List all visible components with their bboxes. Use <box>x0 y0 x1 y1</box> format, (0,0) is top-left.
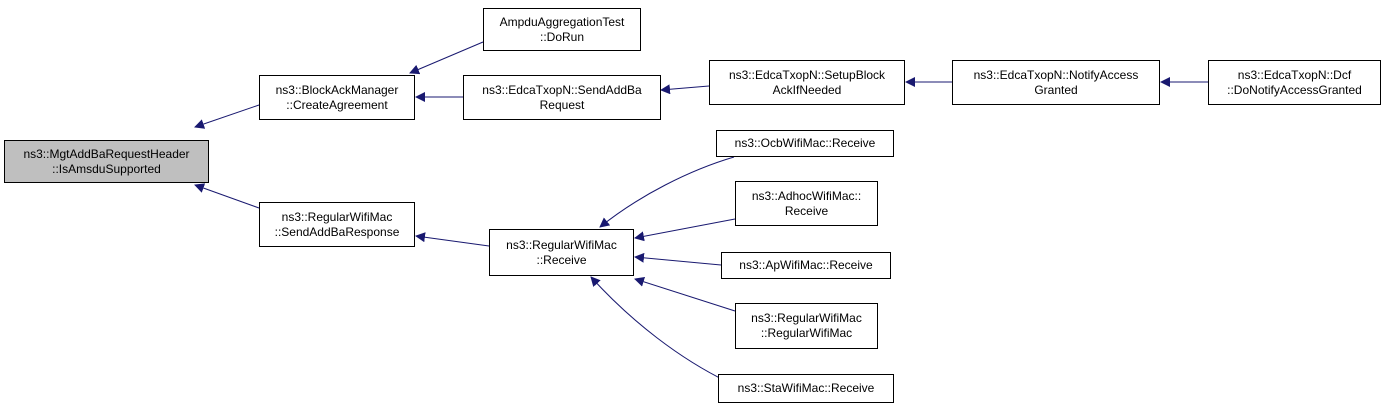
node-adhocwifimac-receive[interactable]: ns3::AdhocWifiMac:: Receive <box>735 181 878 226</box>
node-label-line1: ns3::ApWifiMac::Receive <box>739 258 873 272</box>
node-ocbwifimac-receive[interactable]: ns3::OcbWifiMac::Receive <box>716 130 894 157</box>
node-label-line2: ::DoNotifyAccessGranted <box>1227 82 1362 97</box>
node-label-line1: AmpduAggregationTest <box>499 14 625 29</box>
node-edcatxopn-notifyaccessgranted[interactable]: ns3::EdcaTxopN::NotifyAccess Granted <box>952 60 1160 105</box>
edge-ap-to-rwm-receive <box>634 252 722 266</box>
edge-ocb-to-rwm-receive <box>599 156 735 228</box>
node-label-line2: ::IsAmsduSupported <box>52 161 161 176</box>
node-label-line1: ns3::StaWifiMac::Receive <box>737 381 875 395</box>
node-label-line1: ns3::AdhocWifiMac:: <box>751 188 862 203</box>
node-edcatxopn-dcf-donotifyaccessgranted[interactable]: ns3::EdcaTxopN::Dcf ::DoNotifyAccessGran… <box>1208 60 1381 105</box>
node-label-line2: ::DoRun <box>539 29 585 44</box>
node-label-line1: ns3::BlockAckManager <box>275 82 399 97</box>
node-apwifimac-receive[interactable]: ns3::ApWifiMac::Receive <box>721 252 891 279</box>
node-label-line2: ::CreateAgreement <box>286 97 388 112</box>
node-label-line1: ns3::RegularWifiMac <box>751 311 862 325</box>
edge-rwm-ctor-to-rwm-receive <box>634 276 736 312</box>
node-label-line2: AckIfNeeded <box>772 82 842 97</box>
node-blockackmanager-createagreement[interactable]: ns3::BlockAckManager ::CreateAgreement <box>259 75 415 120</box>
edge-rwm-sendaddba-to-root <box>194 183 260 209</box>
edge-bam-to-root <box>194 104 260 129</box>
node-label-line1: ns3::MgtAddBaRequestHeader <box>23 146 190 161</box>
edge-rwm-receive-to-rwm-sendaddba <box>415 232 490 247</box>
node-edcatxopn-sendaddbarequest[interactable]: ns3::EdcaTxopN::SendAddBa Request <box>463 75 661 120</box>
node-label-line1: ns3::RegularWifiMac <box>281 209 393 224</box>
node-label-line1: ns3::EdcaTxopN::Dcf <box>1237 67 1352 82</box>
node-label-line2: Receive <box>784 203 829 218</box>
node-label-line1: ns3::EdcaTxopN::SetupBlock <box>728 67 886 82</box>
node-regularwifimac-receive[interactable]: ns3::RegularWifiMac ::Receive <box>489 229 634 276</box>
node-label-line2: ::RegularWifiMac <box>760 326 853 340</box>
node-regularwifimac-regularwifimac[interactable]: ns3::RegularWifiMac ::RegularWifiMac <box>735 303 878 349</box>
node-edcatxopn-setupblockackifneeded[interactable]: ns3::EdcaTxopN::SetupBlock AckIfNeeded <box>709 60 905 105</box>
node-label-line1: ns3::OcbWifiMac::Receive <box>734 136 876 150</box>
node-ampduaggregationtest-dorun[interactable]: AmpduAggregationTest ::DoRun <box>483 8 641 51</box>
edge-sta-to-rwm-receive <box>590 276 735 386</box>
node-label-line2: Request <box>539 97 585 112</box>
edge-adhoc-to-rwm-receive <box>634 218 736 242</box>
node-stawifimac-receive[interactable]: ns3::StaWifiMac::Receive <box>718 374 894 403</box>
node-label-line2: ::SendAddBaResponse <box>274 224 400 239</box>
node-label-line1: ns3::EdcaTxopN::SendAddBa <box>482 82 642 97</box>
node-label-line1: ns3::EdcaTxopN::NotifyAccess <box>973 67 1139 82</box>
edge-ampdu-to-bam <box>409 41 484 75</box>
edge-edca-setup-to-edca-send <box>660 84 710 95</box>
node-label-line2: ::Receive <box>536 252 587 267</box>
node-label-line2: Granted <box>1034 82 1078 97</box>
node-label-line1: ns3::RegularWifiMac <box>506 237 617 252</box>
node-mgtaddbarequestheader-isamsdusupported[interactable]: ns3::MgtAddBaRequestHeader ::IsAmsduSupp… <box>4 140 209 183</box>
node-regularwifimac-sendaddbaresponse[interactable]: ns3::RegularWifiMac ::SendAddBaResponse <box>259 202 415 247</box>
